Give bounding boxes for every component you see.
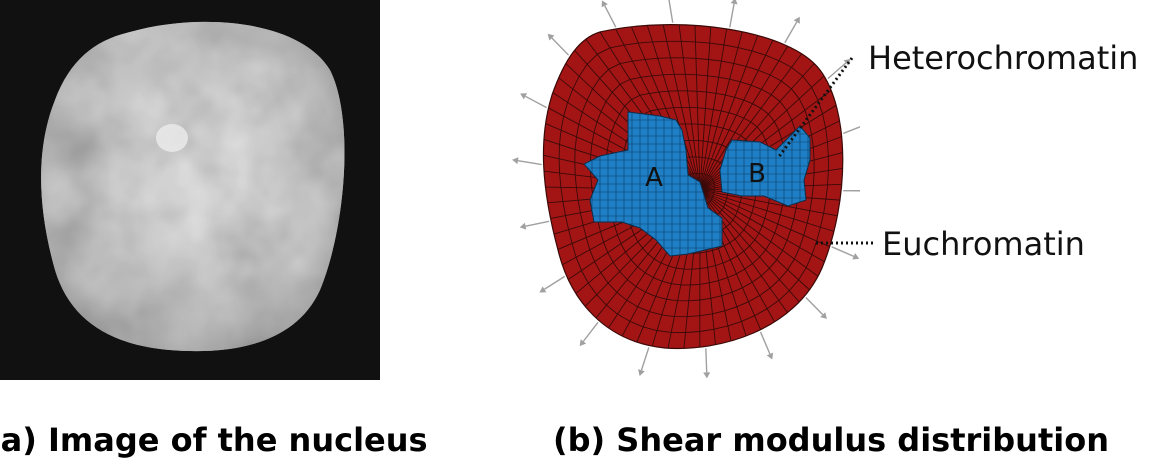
boundary-arrow <box>805 297 827 319</box>
region-b-label: B <box>748 159 766 189</box>
boundary-arrow <box>759 331 774 360</box>
boundary-arrow <box>579 321 599 347</box>
boundary-arrow <box>843 189 860 192</box>
boundary-arrow <box>827 58 851 80</box>
mesh-ring <box>558 40 829 333</box>
boundary-arrow <box>638 347 650 376</box>
boundary-arrow <box>547 33 570 56</box>
boundary-arrow <box>843 126 860 135</box>
nucleus-image <box>0 0 380 380</box>
boundary-arrow <box>601 0 617 28</box>
boundary-arrow <box>703 348 711 379</box>
boundary-arrow <box>512 157 542 166</box>
boundary-arrow <box>784 16 800 44</box>
euchromatin-label: Euchromatin <box>882 225 1085 263</box>
mesh-ring <box>574 57 815 318</box>
region-a-label: A <box>645 163 663 193</box>
heterochromatin-label: Heterochromatin <box>868 39 1139 77</box>
boundary-arrow <box>668 0 674 23</box>
boundary-arrow <box>519 220 550 230</box>
boundary-arrow <box>539 275 566 293</box>
caption-shear-modulus: (b) Shear modulus distribution <box>553 421 1109 459</box>
mesh-ring <box>589 73 801 302</box>
caption-image-of-nucleus: (a) Image of the nucleus <box>0 421 428 459</box>
shear-modulus-mesh: A B <box>512 0 860 379</box>
boundary-arrow <box>520 93 547 109</box>
boundary-arrow <box>729 0 738 28</box>
boundary-arrow <box>831 246 860 260</box>
